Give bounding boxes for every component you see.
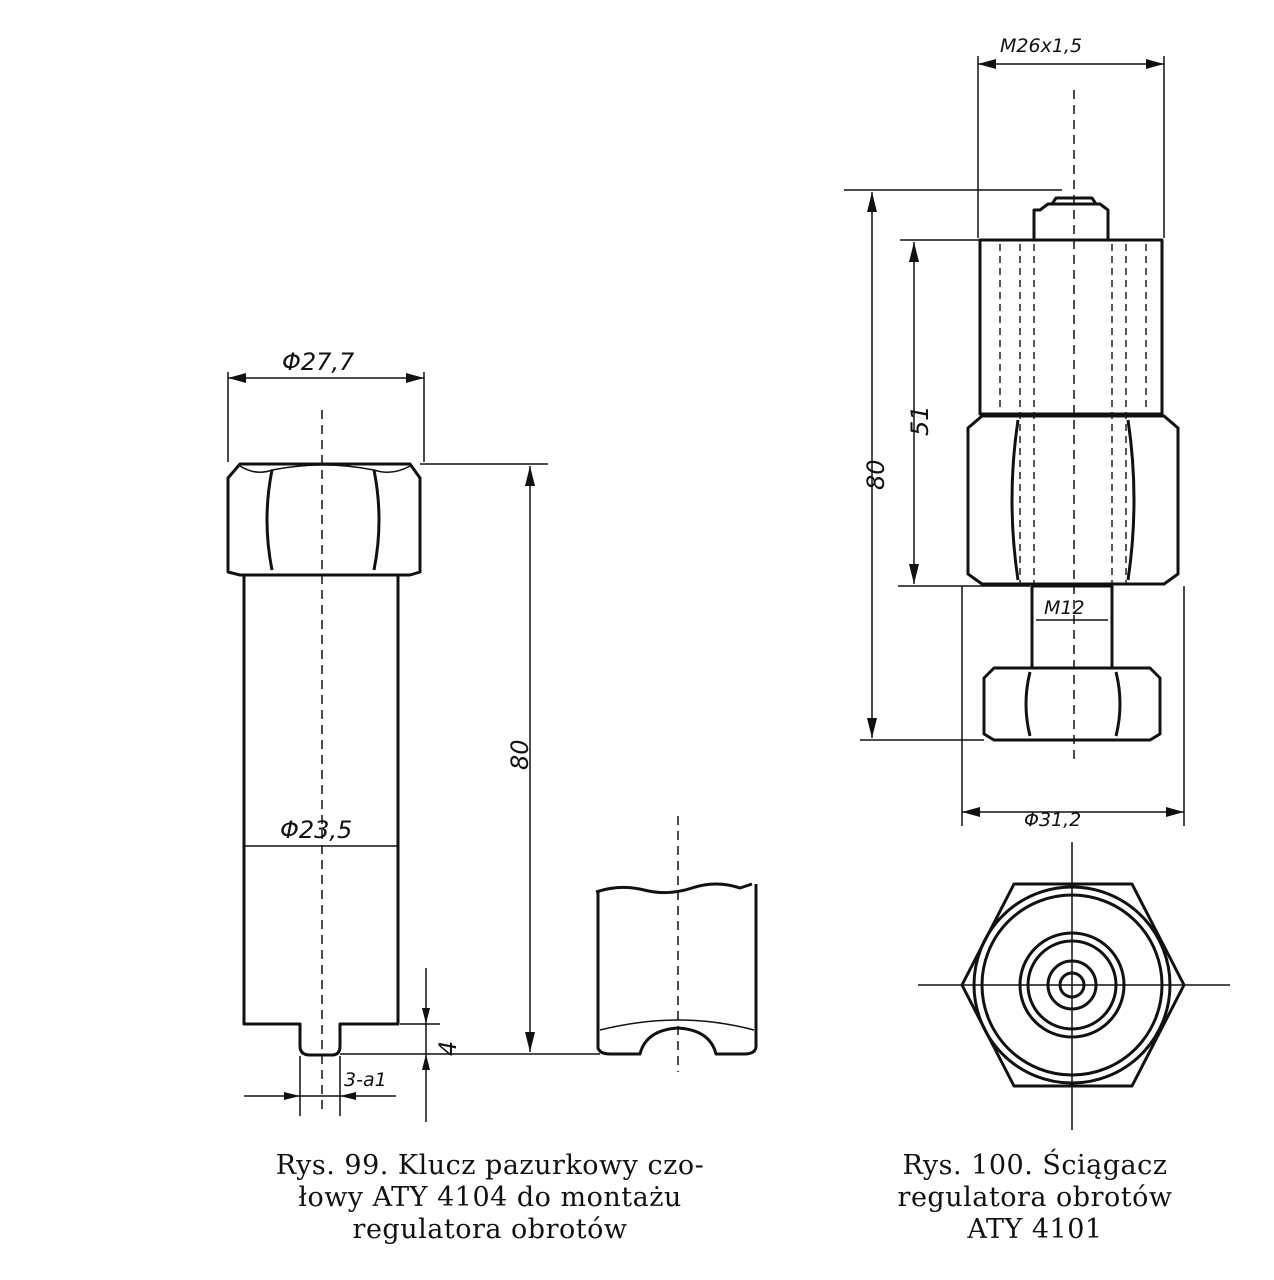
detail-break-line <box>595 882 753 895</box>
end-view-bore-inner-circle <box>1026 939 1118 1031</box>
dim-hex-arrow-left <box>962 807 980 817</box>
dim-width-arrow-right <box>340 1092 356 1100</box>
dim-thread-outer-label: M26x1,5 <box>1000 35 1082 57</box>
puller-bottom-hex-nut <box>982 666 1162 742</box>
puller-top-nut <box>1032 202 1110 242</box>
figure-99-caption-line-2: łowy ATY 4104 do montażu <box>298 1182 682 1213</box>
dim-length-arrow-bottom <box>525 1032 535 1052</box>
dim-claw-arrow-bottom <box>422 1054 430 1070</box>
figure-100-caption-line-3: ATY 4101 <box>967 1214 1103 1245</box>
dim-51-arrow-top <box>909 242 919 262</box>
wrench-hex-face-line-left <box>265 469 274 571</box>
dim-claw-arrow-top <box>422 1008 430 1024</box>
figure-100-caption-line-2: regulatora obrotów <box>897 1182 1173 1213</box>
figure-100-caption: Rys. 100. Ściągacz regulatora obrotów AT… <box>850 1150 1220 1246</box>
big-nut-face-left <box>1010 419 1020 581</box>
detail-claw-inner-edge <box>599 1019 755 1031</box>
dim-claw-height-label: 4 <box>434 1041 462 1056</box>
dim-outer-diameter-label: Φ27,7 <box>282 348 355 376</box>
figure-100-side-view: M12 M26x1,5 80 51 Φ31,2 <box>844 35 1185 831</box>
dim-thread-inner-label: M12 <box>1044 597 1085 619</box>
figure-100-end-view <box>918 842 1230 1130</box>
end-view-tip-circle <box>1058 971 1086 999</box>
end-view-hex-outline <box>960 882 1186 1088</box>
figure-99-drawing: Φ27,7 Φ23,5 80 4 3-a1 <box>226 348 758 1122</box>
figure-99-caption-line-3: regulatora obrotów <box>352 1214 628 1245</box>
dim-length-arrow-top <box>525 466 535 486</box>
end-view-bore-circle <box>1018 931 1126 1039</box>
dim-total-arrow-top <box>867 192 877 212</box>
dim-outer-arrow-right <box>406 373 424 383</box>
wrench-hex-face-line-right <box>372 469 381 571</box>
wrench-body-tube <box>242 575 400 1057</box>
figure-100-caption-line-1: Rys. 100. Ściągacz <box>902 1150 1168 1181</box>
dim-thread-length-label: 51 <box>906 405 934 436</box>
end-view-chamfer-circle <box>980 893 1164 1077</box>
detail-claw-outline <box>596 884 758 1056</box>
wrench-hex-chamfer <box>239 464 411 473</box>
wrench-hex-head <box>226 462 422 577</box>
big-nut-face-right <box>1126 419 1136 581</box>
end-view-outer-circle <box>972 885 1172 1085</box>
dim-outer-arrow-left <box>228 373 246 383</box>
dim-total-arrow-bottom <box>867 718 877 738</box>
dim-51-arrow-bottom <box>909 564 919 584</box>
dim-width-arrow-left <box>284 1092 300 1100</box>
dim-hex-arrow-right <box>1166 807 1184 817</box>
dim-m26-arrow-right <box>1146 59 1164 69</box>
puller-threaded-sleeve <box>978 238 1164 416</box>
figure-99-caption: Rys. 99. Klucz pazurkowy czo- łowy ATY 4… <box>220 1150 760 1246</box>
bottom-nut-face-right <box>1114 671 1122 737</box>
dim-inner-diameter-label: Φ23,5 <box>280 816 352 844</box>
dim-claw-width-label: 3-a1 <box>344 1069 387 1091</box>
figure-99-caption-line-1: Rys. 99. Klucz pazurkowy czo- <box>275 1150 705 1181</box>
dim-hex-diameter-label: Φ31,2 <box>1024 809 1081 831</box>
dim-total-length-label: 80 <box>862 459 890 490</box>
puller-big-hex-nut <box>966 414 1180 586</box>
dim-m26-arrow-left <box>978 59 996 69</box>
bottom-nut-face-left <box>1024 671 1032 737</box>
end-view-spindle-circle <box>1046 959 1098 1011</box>
dim-length-label: 80 <box>506 739 534 770</box>
